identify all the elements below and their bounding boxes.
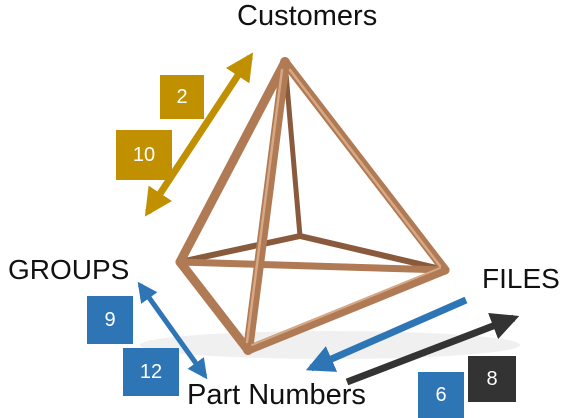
groups-label: GROUPS bbox=[8, 254, 130, 285]
tetrahedron-frame-image bbox=[140, 57, 520, 359]
frame-highlight-base bbox=[251, 267, 441, 346]
files-part-numbers-black-count-badge: 8 bbox=[468, 356, 516, 402]
frame-edge-rear-right bbox=[297, 233, 448, 273]
customers-label: Customers bbox=[237, 0, 378, 32]
frame-edge-rear-left bbox=[177, 233, 303, 265]
files-to-part-numbers-arrow bbox=[305, 296, 468, 372]
frame-highlight-right bbox=[288, 68, 442, 268]
frame-highlight-front bbox=[245, 68, 284, 344]
part-numbers-to-files-arrow bbox=[345, 312, 520, 386]
customers-groups-arrow bbox=[144, 52, 254, 217]
frame-edge-apex-front bbox=[243, 57, 290, 355]
customers-groups-upper-count-badge: 2 bbox=[160, 75, 204, 119]
frame-edge-front-right bbox=[243, 265, 450, 355]
frame-edge-rear-vertical bbox=[282, 59, 303, 239]
groups-part-numbers-lower-count-badge: 12 bbox=[123, 348, 179, 396]
files-label: FILES bbox=[482, 263, 560, 294]
files-part-numbers-blue-count-badge: 6 bbox=[418, 372, 464, 418]
part-numbers-label: Part Numbers bbox=[187, 379, 366, 411]
frame-edge-base-back bbox=[176, 258, 449, 274]
frame-edge-front-left bbox=[175, 257, 253, 355]
groups-part-numbers-arrow bbox=[137, 281, 208, 380]
customers-groups-lower-count-badge: 10 bbox=[116, 130, 172, 180]
groups-part-numbers-upper-count-badge: 9 bbox=[87, 296, 133, 344]
